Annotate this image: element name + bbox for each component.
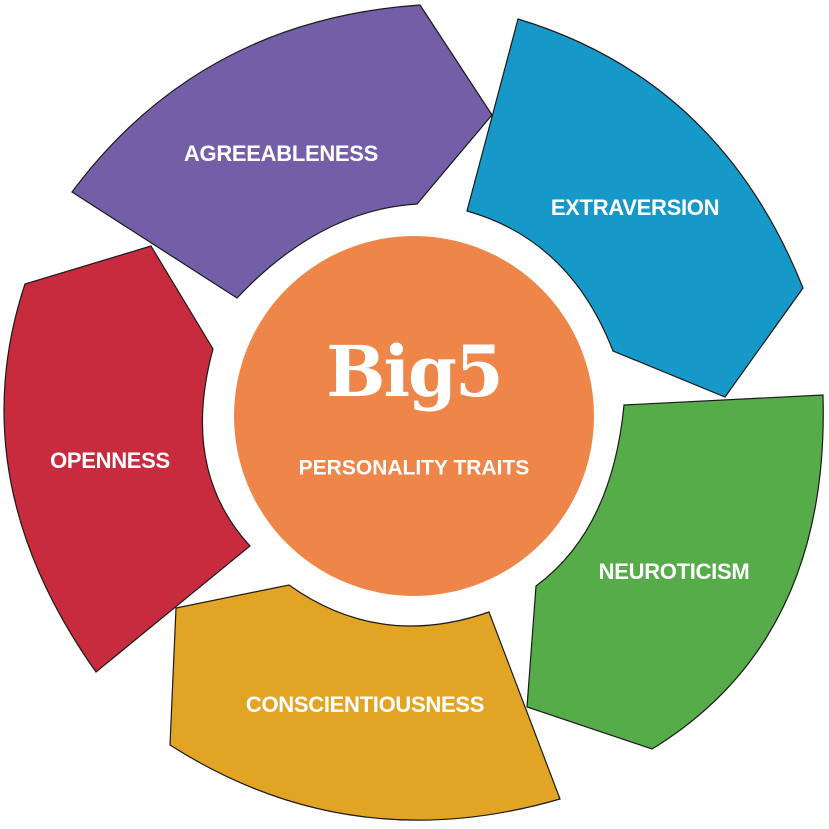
segment-neuroticism: NEUROTICISM: [526, 394, 824, 750]
center-circle: [234, 236, 594, 596]
segment-conscientiousness-shape: [169, 584, 561, 821]
segment-extraversion: EXTRAVERSION: [466, 18, 804, 398]
center-hub: Big5 PERSONALITY TRAITS: [234, 236, 594, 596]
segment-conscientiousness: CONSCIENTIOUSNESS: [169, 584, 561, 821]
segment-openness-label: OPENNESS: [50, 448, 170, 473]
segment-agreeableness: AGREEABLENESS: [71, 4, 493, 299]
segment-openness-shape: [3, 245, 251, 673]
segment-openness: OPENNESS: [3, 245, 251, 673]
center-title: Big5: [326, 330, 501, 413]
segment-neuroticism-label: NEUROTICISM: [599, 559, 750, 584]
segment-conscientiousness-label: CONSCIENTIOUSNESS: [246, 692, 484, 717]
center-subtitle: PERSONALITY TRAITS: [299, 457, 530, 480]
segment-agreeableness-label: AGREEABLENESS: [184, 141, 378, 166]
segment-extraversion-label: EXTRAVERSION: [551, 195, 719, 220]
segment-neuroticism-shape: [526, 394, 824, 750]
segment-agreeableness-shape: [71, 4, 493, 299]
segment-extraversion-shape: [466, 18, 804, 398]
